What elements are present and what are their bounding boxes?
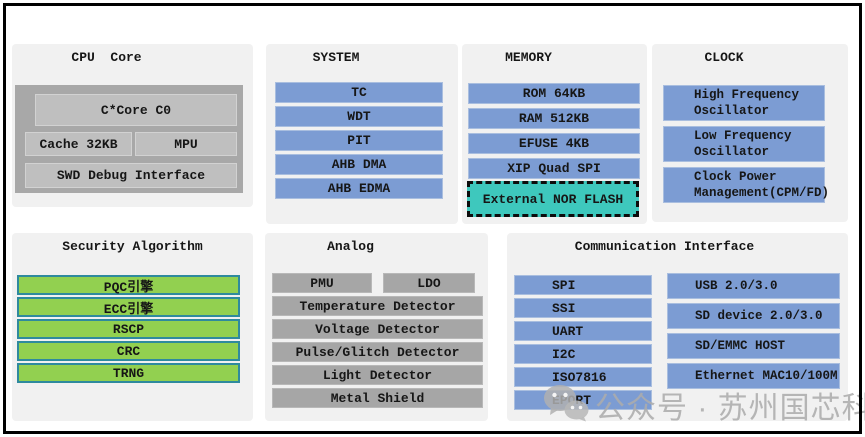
block-efuse: EFUSE 4KB bbox=[468, 133, 640, 154]
block-ahb-dma: AHB DMA bbox=[275, 154, 443, 175]
block-light-detector: Light Detector bbox=[272, 365, 483, 385]
block-iso7816: ISO7816 bbox=[514, 367, 652, 387]
block-pit: PIT bbox=[275, 130, 443, 151]
block-wdt: WDT bbox=[275, 106, 443, 127]
panel-communication-interface: Communication Interface SPI SSI UART I2C… bbox=[507, 233, 848, 421]
comm-right-block-list: USB 2.0/3.0 SD device 2.0/3.0 SD/EMMC HO… bbox=[667, 273, 840, 389]
block-low-freq-oscillator: Low Frequency Oscillator bbox=[663, 126, 825, 162]
block-ahb-edma: AHB EDMA bbox=[275, 178, 443, 199]
security-block-list: PQC引擎 ECC引擎 RSCP CRC TRNG bbox=[17, 275, 240, 383]
block-clock-power-management: Clock Power Management(CPM/FD) bbox=[663, 167, 829, 203]
comm-left-block-list: SPI SSI UART I2C ISO7816 EPORT bbox=[514, 275, 652, 410]
panel-security-algorithm: Security Algorithm PQC引擎 ECC引擎 RSCP CRC … bbox=[12, 233, 253, 421]
panel-title-system: SYSTEM bbox=[312, 50, 360, 65]
panel-title-clock: CLOCK bbox=[704, 50, 744, 65]
panel-clock: CLOCK High Frequency Oscillator Low Freq… bbox=[652, 44, 848, 222]
analog-block-list: Temperature Detector Voltage Detector Pu… bbox=[272, 296, 483, 408]
system-block-list: TC WDT PIT AHB DMA AHB EDMA bbox=[275, 82, 443, 199]
block-high-freq-oscillator: High Frequency Oscillator bbox=[663, 85, 825, 121]
block-ccore-c0: C*Core C0 bbox=[35, 94, 237, 126]
block-sd-device: SD device 2.0/3.0 bbox=[667, 303, 840, 329]
block-uart: UART bbox=[514, 321, 652, 341]
panel-title-cpu-core: CPU Core bbox=[71, 50, 142, 65]
block-usb: USB 2.0/3.0 bbox=[667, 273, 840, 299]
block-tc: TC bbox=[275, 82, 443, 103]
panel-title-security-algorithm: Security Algorithm bbox=[62, 239, 203, 254]
block-i2c: I2C bbox=[514, 344, 652, 364]
block-rscp: RSCP bbox=[17, 319, 240, 339]
cpu-inner-container: C*Core C0 Cache 32KB MPU SWD Debug Inter… bbox=[15, 85, 243, 193]
block-spi: SPI bbox=[514, 275, 652, 295]
panel-title-communication-interface: Communication Interface bbox=[574, 239, 755, 254]
block-trng: TRNG bbox=[17, 363, 240, 383]
block-pulse-glitch-detector: Pulse/Glitch Detector bbox=[272, 342, 483, 362]
block-swd-debug: SWD Debug Interface bbox=[25, 163, 237, 188]
clock-block-list: High Frequency Oscillator Low Frequency … bbox=[663, 85, 829, 203]
block-rom: ROM 64KB bbox=[468, 83, 640, 104]
block-ethernet-mac: Ethernet MAC10/100M bbox=[667, 363, 840, 389]
block-temperature-detector: Temperature Detector bbox=[272, 296, 483, 316]
block-ram: RAM 512KB bbox=[468, 108, 640, 129]
memory-block-list: ROM 64KB RAM 512KB EFUSE 4KB XIP Quad SP… bbox=[468, 83, 640, 179]
panel-memory: MEMORY ROM 64KB RAM 512KB EFUSE 4KB XIP … bbox=[462, 44, 647, 224]
block-external-nor-flash: External NOR FLASH bbox=[467, 181, 639, 217]
analog-top-row: PMU LDO bbox=[272, 273, 483, 293]
block-crc: CRC bbox=[17, 341, 240, 361]
block-cache: Cache 32KB bbox=[25, 132, 132, 156]
block-ssi: SSI bbox=[514, 298, 652, 318]
block-xip-quad-spi: XIP Quad SPI bbox=[468, 158, 640, 179]
panel-title-memory: MEMORY bbox=[505, 50, 552, 65]
block-eport: EPORT bbox=[514, 390, 652, 410]
block-voltage-detector: Voltage Detector bbox=[272, 319, 483, 339]
panel-analog: Analog PMU LDO Temperature Detector Volt… bbox=[265, 233, 488, 421]
block-pqc-engine: PQC引擎 bbox=[17, 275, 240, 295]
block-pmu: PMU bbox=[272, 273, 372, 293]
block-sd-emmc-host: SD/EMMC HOST bbox=[667, 333, 840, 359]
block-mpu: MPU bbox=[135, 132, 237, 156]
panel-system: SYSTEM TC WDT PIT AHB DMA AHB EDMA bbox=[266, 44, 458, 224]
panel-title-analog: Analog bbox=[327, 239, 374, 254]
block-ldo: LDO bbox=[383, 273, 475, 293]
block-metal-shield: Metal Shield bbox=[272, 388, 483, 408]
block-ecc-engine: ECC引擎 bbox=[17, 297, 240, 317]
panel-cpu-core: CPU Core C*Core C0 Cache 32KB MPU SWD De… bbox=[12, 44, 253, 207]
